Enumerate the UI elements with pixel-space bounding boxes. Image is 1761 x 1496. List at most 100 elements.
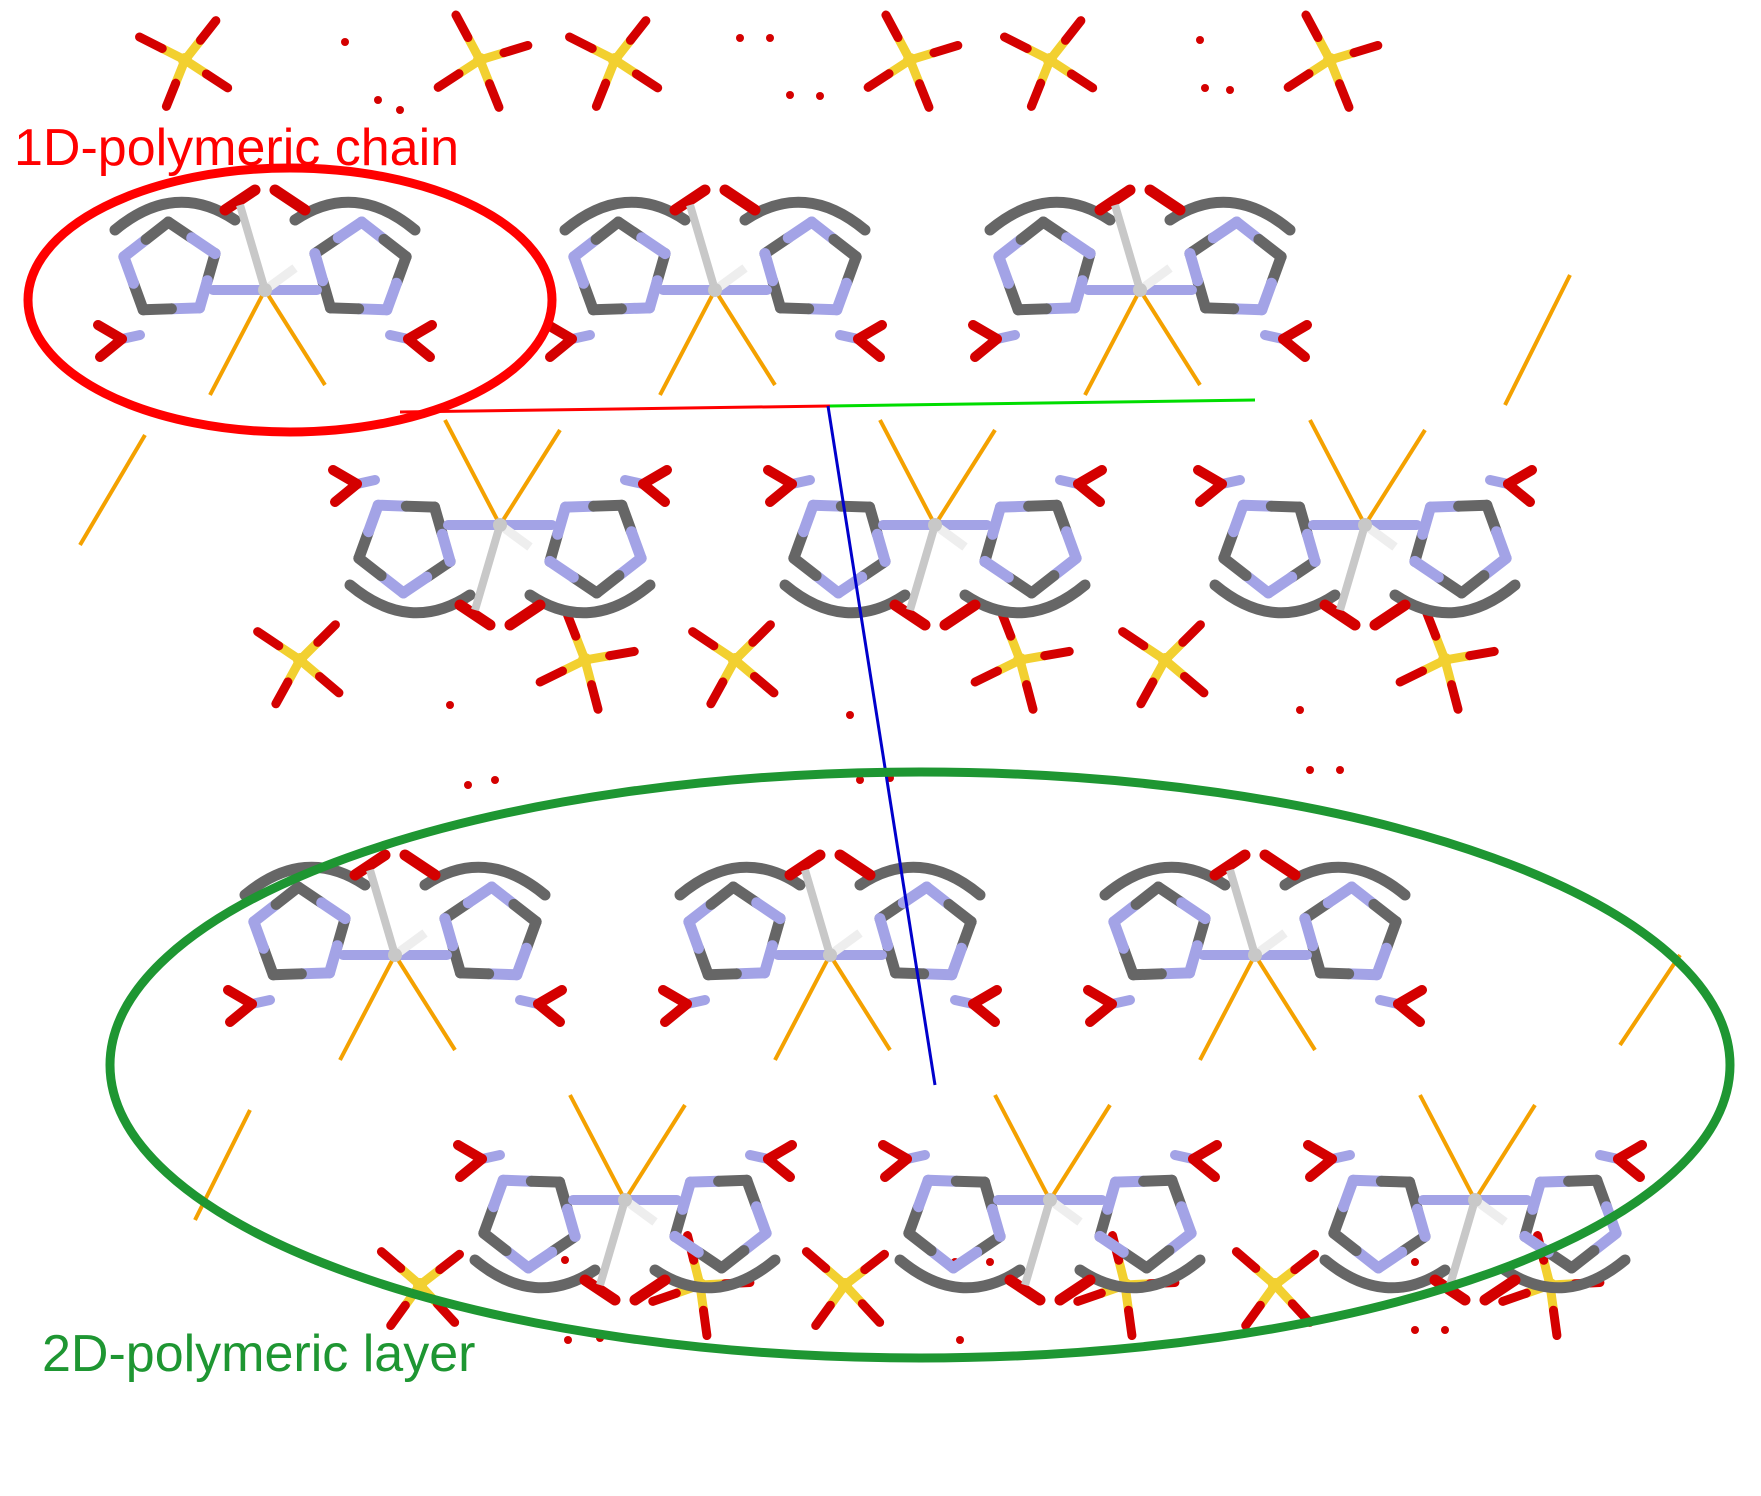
metal-contact bbox=[658, 289, 717, 396]
metal-o-bond bbox=[1446, 1198, 1479, 1287]
nitro-o2 bbox=[853, 334, 885, 362]
bond-o bbox=[999, 32, 1032, 53]
bond-o bbox=[314, 671, 344, 698]
metal-o-bond bbox=[236, 203, 269, 292]
bond-o bbox=[1136, 677, 1158, 709]
nitro-o2 bbox=[1188, 1154, 1220, 1182]
water-dot bbox=[986, 1258, 994, 1266]
nitro-o2 bbox=[403, 334, 435, 362]
metal-contact bbox=[1198, 954, 1257, 1061]
tetrahedral-sulfate-icon bbox=[801, 1247, 889, 1331]
sulfur-atom bbox=[838, 1278, 852, 1292]
hydroxyl-o bbox=[784, 849, 826, 881]
water-dot bbox=[491, 776, 499, 784]
bond-o bbox=[376, 1247, 406, 1273]
metal-atom bbox=[1358, 518, 1372, 532]
nitro-o2 bbox=[1073, 479, 1105, 507]
hydroxyl-o bbox=[399, 849, 441, 881]
metal-o-bond bbox=[1111, 203, 1144, 292]
metal-contact bbox=[713, 288, 777, 387]
tetrahedral-sulfate-icon bbox=[970, 607, 1074, 714]
bond-o bbox=[1231, 1247, 1261, 1273]
sulfur-atom bbox=[178, 53, 192, 67]
metal-contact bbox=[1138, 288, 1202, 387]
tetrahedral-sulfate-icon bbox=[688, 620, 779, 709]
nitro-o2 bbox=[880, 1154, 912, 1182]
ring-bond bbox=[636, 232, 671, 260]
ring-bond bbox=[1301, 528, 1321, 567]
bond-o bbox=[435, 1249, 464, 1275]
metal-contact bbox=[568, 1094, 627, 1201]
nitro-o2 bbox=[455, 1154, 487, 1182]
ring-bond bbox=[309, 248, 329, 287]
hydroxyl-o bbox=[579, 1274, 621, 1306]
ring-bond bbox=[759, 248, 779, 287]
bond-o bbox=[1179, 671, 1209, 698]
nitro-o2 bbox=[1085, 999, 1117, 1027]
ring-bond bbox=[1409, 555, 1444, 583]
metal-contact bbox=[393, 953, 457, 1052]
bond-o bbox=[499, 40, 533, 58]
hydroxyl-o bbox=[1319, 599, 1361, 631]
bond-o bbox=[914, 79, 934, 112]
ring-bond bbox=[751, 897, 786, 925]
metal-complex-unit bbox=[1193, 419, 1537, 631]
bond-o bbox=[1334, 79, 1354, 112]
water-dot bbox=[816, 92, 824, 100]
bond-o bbox=[1447, 680, 1463, 714]
bond-o bbox=[1123, 1305, 1137, 1341]
nitro-o2 bbox=[765, 479, 797, 507]
metal-o-bond bbox=[1021, 1198, 1054, 1287]
bond-o bbox=[433, 69, 464, 92]
water-dot bbox=[374, 96, 382, 104]
metal-o-bond bbox=[1336, 523, 1369, 612]
hydroxyl-o bbox=[349, 849, 391, 881]
metal-o-bond bbox=[596, 1198, 629, 1287]
water-dot bbox=[736, 34, 744, 42]
bond-o bbox=[863, 69, 894, 92]
metal-contact bbox=[338, 954, 397, 1061]
layer-highlight-ellipse bbox=[105, 767, 1735, 1363]
bond-o bbox=[1395, 666, 1428, 687]
hydroxyl-o bbox=[1054, 1274, 1096, 1306]
bond-o bbox=[881, 10, 903, 43]
hydroxyl-o bbox=[1369, 599, 1411, 631]
ring-bond bbox=[1299, 913, 1319, 952]
bond-o bbox=[625, 16, 651, 45]
water-dot bbox=[1411, 1326, 1419, 1334]
metal-complex-unit bbox=[453, 1094, 797, 1306]
ring-bond bbox=[1176, 897, 1211, 925]
bond-o bbox=[1548, 1305, 1562, 1341]
edge-contact bbox=[1618, 953, 1682, 1047]
hydroxyl-o bbox=[719, 184, 761, 216]
metal-contact bbox=[1363, 428, 1427, 527]
water-dot bbox=[341, 38, 349, 46]
bond-o bbox=[605, 646, 639, 661]
water-dot bbox=[564, 1336, 572, 1344]
nitro-o2 bbox=[1278, 334, 1310, 362]
edge-contact bbox=[1503, 274, 1572, 406]
metal-atom bbox=[258, 283, 272, 297]
metal-o-bond bbox=[686, 203, 719, 292]
tetrahedral-sulfate-icon bbox=[999, 16, 1098, 111]
bond-o bbox=[1178, 620, 1205, 647]
ring-bond bbox=[544, 555, 579, 583]
tetrahedral-sulfate-icon bbox=[564, 16, 663, 111]
sulfur-atom bbox=[578, 653, 592, 667]
hydroxyl-o bbox=[669, 184, 711, 216]
hydroxyl-o bbox=[1209, 849, 1251, 881]
metal-atom bbox=[1043, 1193, 1057, 1207]
metal-contact bbox=[1308, 419, 1367, 526]
ring-bond bbox=[986, 1203, 1006, 1242]
metal-contact bbox=[1253, 953, 1317, 1052]
bond-o bbox=[1060, 16, 1086, 45]
nitro-o2 bbox=[1195, 479, 1227, 507]
ring-bond bbox=[874, 913, 894, 952]
sulfur-atom bbox=[903, 53, 917, 67]
metal-atom bbox=[708, 283, 722, 297]
bond-o bbox=[1290, 1249, 1319, 1275]
bond-o bbox=[432, 1299, 460, 1327]
bond-o bbox=[1026, 78, 1046, 111]
nitro-o2 bbox=[1503, 479, 1535, 507]
